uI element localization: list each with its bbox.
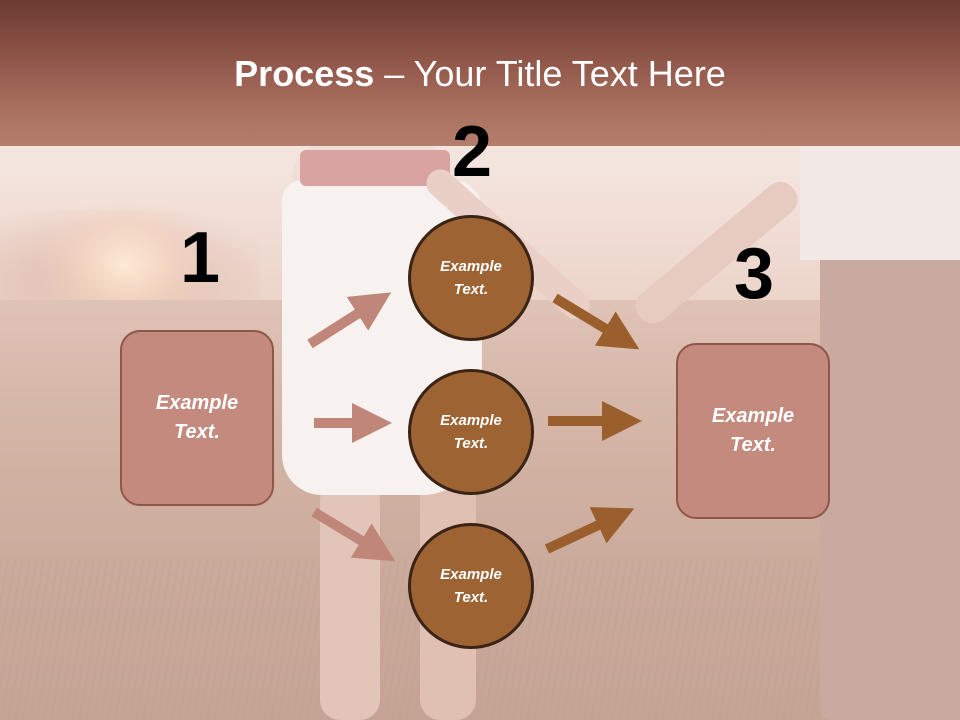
step-2-circle-top[interactable]: Example Text. xyxy=(408,215,534,341)
step-1-box[interactable]: Example Text. xyxy=(120,330,274,506)
arrow-1-to-2a xyxy=(307,292,392,349)
title-rest: – Your Title Text Here xyxy=(374,53,726,94)
step-2-circle-middle[interactable]: Example Text. xyxy=(408,369,534,495)
title-bold: Process xyxy=(234,53,375,94)
step-number-1: 1 xyxy=(179,218,221,298)
step-3-text: Example Text. xyxy=(711,405,795,456)
title-bar xyxy=(0,0,960,146)
arrow-2c-to-3 xyxy=(544,507,635,554)
slide-title[interactable]: Process – Your Title Text Here xyxy=(0,52,960,96)
girl-belt xyxy=(300,150,450,186)
step-2-circle-bottom[interactable]: Example Text. xyxy=(408,523,534,649)
step-2-circle-text: Example Text. xyxy=(440,258,502,298)
step-number-3: 3 xyxy=(733,234,775,314)
guy-pants xyxy=(820,240,960,720)
step-2-circle-text: Example Text. xyxy=(440,412,502,452)
arrow-2a-to-3 xyxy=(552,293,640,350)
step-number-2: 2 xyxy=(451,112,493,192)
arrow-1-to-2c xyxy=(311,507,396,562)
step-1-text: Example Text. xyxy=(155,392,239,443)
guy-shirt xyxy=(800,140,960,260)
step-2-circle-text: Example Text. xyxy=(440,566,502,606)
step-3-box[interactable]: Example Text. xyxy=(676,343,830,519)
